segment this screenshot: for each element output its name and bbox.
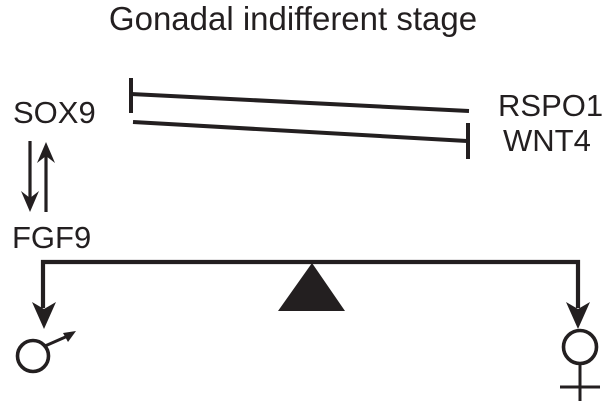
balance-beam [32, 259, 590, 329]
beam-left-arrowhead-icon [32, 302, 56, 329]
sox9-to-wnt4-line [132, 120, 468, 143]
beam-line [40, 259, 581, 308]
beam-right-arrowhead-icon [566, 302, 590, 329]
female-circle [561, 328, 599, 366]
rspo1-inhibits-sox9-connector [129, 78, 470, 113]
up-arrowhead-icon [37, 142, 55, 163]
gene-label-wnt4: WNT4 [503, 123, 591, 158]
male-sign-icon [15, 331, 76, 374]
fulcrum-triangle-icon [278, 263, 345, 311]
gene-label-rspo1: RSPO1 [498, 88, 604, 123]
down-arrowhead-icon [21, 191, 39, 212]
sox9-inhibits-wnt4-connector [132, 120, 470, 159]
figure-title: Gonadal indifferent stage [108, 0, 478, 37]
gene-label-sox9: SOX9 [13, 95, 96, 130]
male-circle [15, 338, 51, 374]
sox9-fgf9-feedback-arrows [21, 141, 55, 212]
gene-label-fgf9: FGF9 [12, 220, 92, 255]
female-sign-icon [560, 328, 600, 401]
male-arrowhead [63, 331, 76, 342]
rspo1-to-sox9-line [130, 92, 470, 113]
